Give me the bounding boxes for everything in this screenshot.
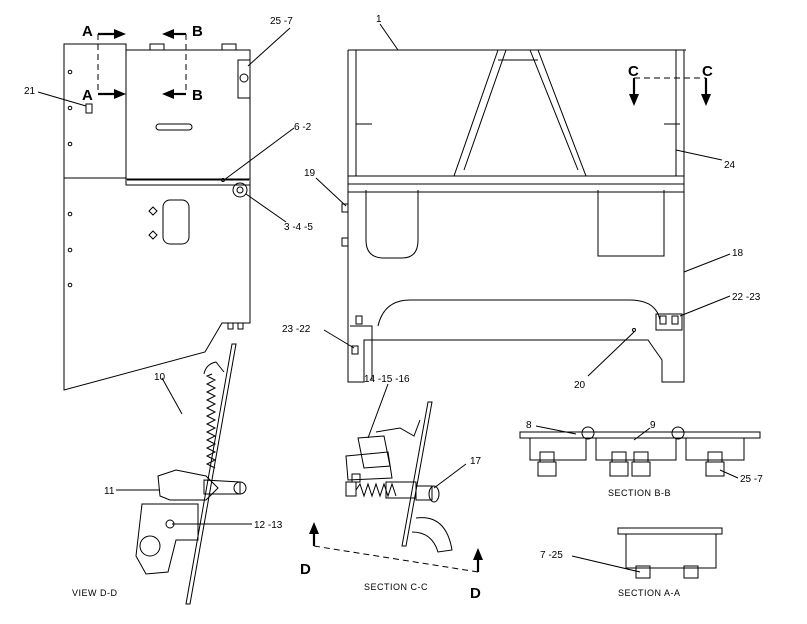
callout-18: 18 <box>732 248 744 259</box>
section-c-c-detail <box>345 401 453 553</box>
section-b-b-detail <box>519 426 761 477</box>
callout-19: 19 <box>304 168 316 179</box>
callout-10: 10 <box>154 372 166 383</box>
view-d-d-detail <box>135 343 247 605</box>
marker-b-top: B <box>192 23 203 40</box>
marker-a-top: A <box>82 23 93 40</box>
callout-22-23: 22 -23 <box>732 292 761 303</box>
callout-9: 9 <box>650 420 656 431</box>
callout-12-13: 12 -13 <box>254 520 283 531</box>
marker-b-bottom: B <box>192 87 203 104</box>
callout-25-7-top: 25 -7 <box>270 16 293 27</box>
callout-21: 21 <box>24 86 36 97</box>
callout-24: 24 <box>724 160 736 171</box>
section-cut-lines <box>97 29 711 573</box>
caption-section-b-b: SECTION B-B <box>608 488 671 498</box>
side-view-panel <box>63 43 251 391</box>
caption-section-a-a: SECTION A-A <box>618 588 681 598</box>
callout-11: 11 <box>104 486 115 497</box>
callout-7-25: 7 -25 <box>540 550 563 561</box>
callout-6-2: 6 -2 <box>294 122 312 133</box>
callout-23-22: 23 -22 <box>282 324 311 335</box>
callout-3-4-5: 3 -4 -5 <box>284 222 313 233</box>
marker-d-right: D <box>470 585 481 602</box>
callout-14-15-16: 14 -15 -16 <box>364 374 410 385</box>
callout-25-7-bottom: 25 -7 <box>740 474 763 485</box>
marker-d-left: D <box>300 561 311 578</box>
front-view-panel <box>341 49 686 383</box>
callout-1: 1 <box>376 14 382 25</box>
callout-labels: 1 25 -7 21 6 -2 3 -4 -5 19 24 18 22 -23 … <box>24 14 763 561</box>
view-captions: VIEW D-D SECTION C-C SECTION B-B SECTION… <box>72 488 681 598</box>
caption-view-d-d: VIEW D-D <box>72 588 118 598</box>
callout-17: 17 <box>470 456 482 467</box>
marker-c-left: C <box>628 63 639 80</box>
callout-8: 8 <box>526 420 532 431</box>
callout-20: 20 <box>574 380 586 391</box>
leader-lines <box>37 23 739 573</box>
section-a-a-detail <box>617 527 723 579</box>
marker-a-bottom: A <box>82 87 93 104</box>
marker-c-right: C <box>702 63 713 80</box>
section-markers: A A B B C C D D <box>82 23 713 602</box>
caption-section-c-c: SECTION C-C <box>364 582 428 592</box>
